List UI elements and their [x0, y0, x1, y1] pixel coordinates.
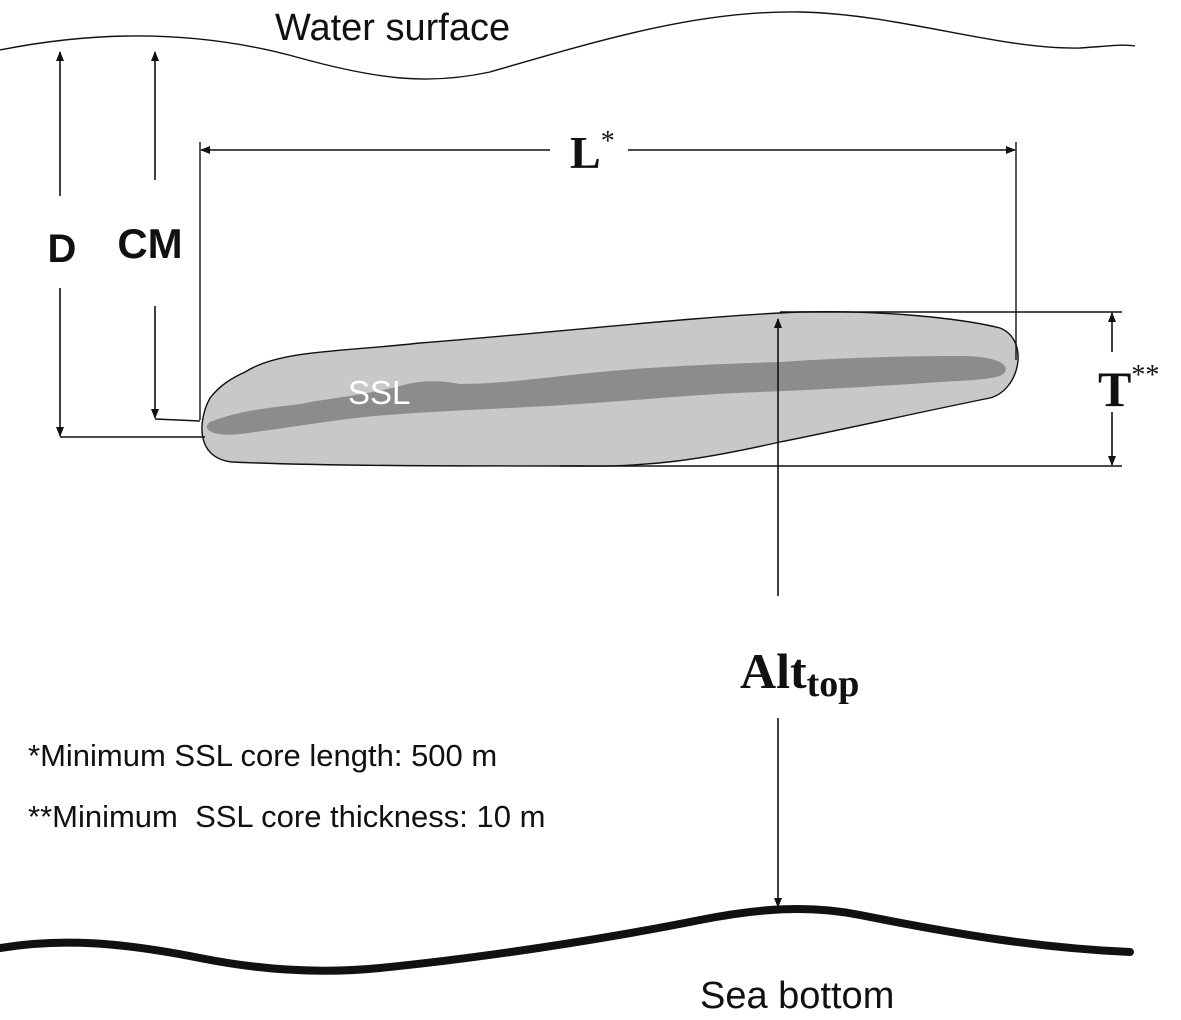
- thickness-label: T**: [1098, 360, 1159, 417]
- water-surface-line: [0, 11, 1136, 80]
- note-min-length: *Minimum SSL core length: 500 m: [28, 738, 497, 773]
- altitude-label: Alttop: [740, 643, 859, 705]
- ssl-core: [206, 356, 1006, 435]
- sea-bottom-line: [0, 905, 1134, 975]
- note-min-thickness: **Minimum SSL core thickness: 10 m: [28, 799, 545, 834]
- length-label: L*: [570, 126, 615, 178]
- altitude-subscript: top: [807, 663, 860, 705]
- ssl-label: SSL: [348, 374, 410, 411]
- thickness-mark: **: [1131, 360, 1159, 391]
- depth-label: D: [48, 227, 77, 271]
- cm-label: CM: [117, 220, 182, 267]
- length-mark: *: [601, 126, 615, 157]
- cm-guide-line: [154, 418, 201, 422]
- sea-bottom-label: Sea bottom: [700, 975, 894, 1017]
- water-surface-label: Water surface: [275, 7, 510, 49]
